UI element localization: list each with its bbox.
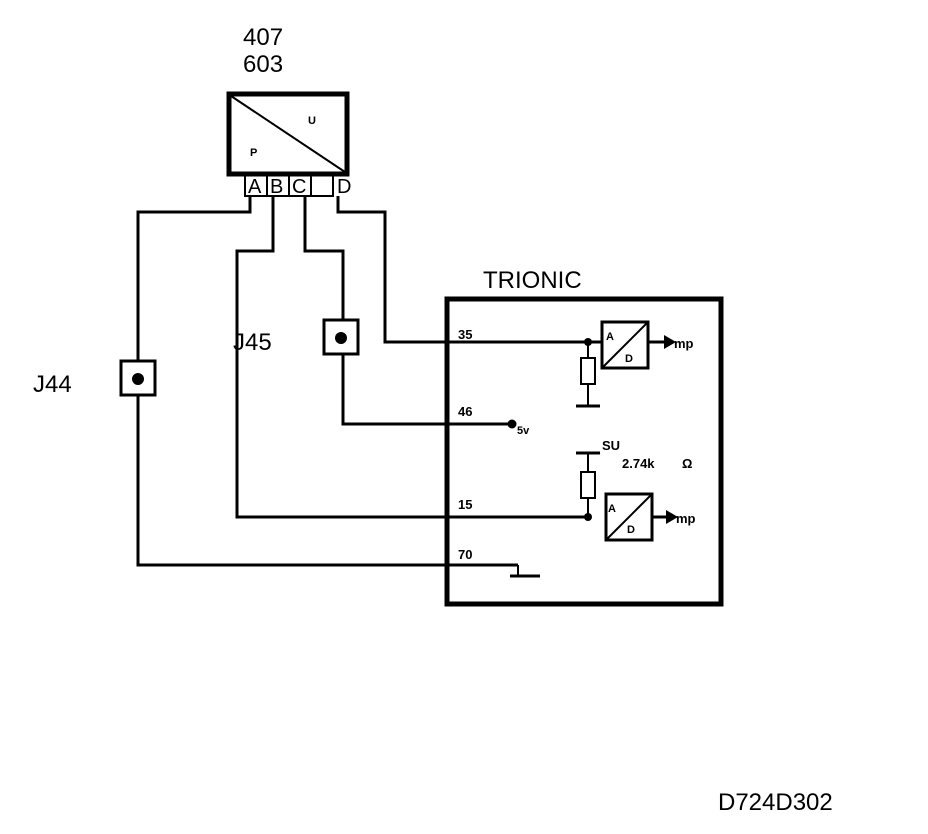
mp-output-1: mp [674,336,694,351]
sensor-number-1: 407 [243,24,283,51]
pin-b: B [270,176,283,198]
ohm-symbol: Ω [682,456,692,471]
svg-text:D: D [625,353,633,365]
sensor-pin-block: A B C D [244,173,351,198]
su-label: SU [602,438,620,453]
wires [136,196,606,567]
connector-label-j45: J45 [233,329,272,356]
pin-d: D [337,176,351,198]
sensor-label-u: U [308,115,316,127]
supply-node [507,419,517,429]
resistor-value: 2.74k [622,456,655,471]
supply-label: 5v [517,425,530,437]
pressure-sensor: P U [226,91,350,177]
wire-c-supply [303,196,512,426]
svg-text:A: A [606,331,614,343]
ecu-pin-46: 46 [458,404,472,419]
wire-b-signal [235,196,588,519]
sensor-label-p: P [250,147,257,159]
pin-a: A [248,176,262,198]
ecu-pin-35: 35 [458,327,472,342]
adc-converter-2: A D [604,492,678,542]
connector-label-j44: J44 [33,371,72,398]
adc-converter-1: A D [600,320,676,370]
diagram-id: D724D302 [718,789,833,816]
wire-d-pressure [336,196,606,344]
ecu-title: TRIONIC [483,267,582,294]
ground-symbol [510,565,540,578]
pin35-circuit [576,338,600,408]
ecu-box [444,296,724,607]
pin15-circuit [576,451,600,521]
svg-text:D: D [627,524,635,536]
connector-j45 [322,318,360,356]
sensor-number-2: 603 [243,51,283,78]
pin-c: C [292,176,306,198]
svg-text:A: A [608,503,616,515]
connector-j44 [119,359,157,397]
ecu-pin-70: 70 [458,547,472,562]
ecu-pin-15: 15 [458,497,472,512]
mp-output-2: mp [676,511,696,526]
wire-a-ground [136,196,518,567]
